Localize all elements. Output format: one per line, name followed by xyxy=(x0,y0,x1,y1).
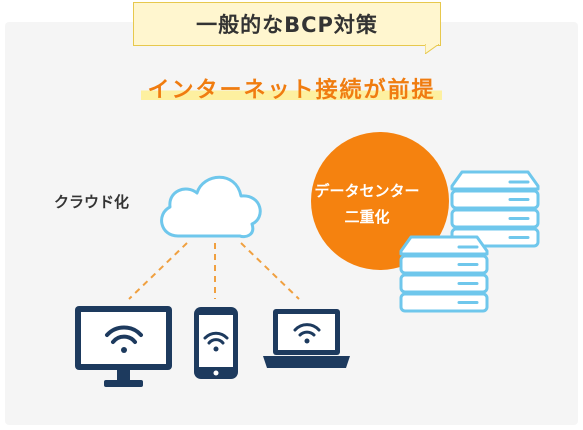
subtitle: インターネット接続が前提 xyxy=(0,72,583,104)
connector-lines xyxy=(128,242,300,300)
wifi-icon xyxy=(105,325,143,353)
cloud-label: クラウド化 xyxy=(54,193,130,211)
wifi-icon xyxy=(293,323,321,344)
datacenter-label: データセンター 二重化 xyxy=(311,178,423,230)
smartphone-icon xyxy=(194,307,238,379)
subtitle-label: インターネット接続が前提 xyxy=(141,72,442,104)
laptop-icon xyxy=(263,309,350,368)
cloud-icon xyxy=(160,175,262,239)
title-tag: 一般的なBCP対策 xyxy=(133,2,441,46)
server-stack-icon xyxy=(399,235,489,313)
server-stack-icon xyxy=(450,170,540,248)
title-tag-label: 一般的なBCP対策 xyxy=(196,13,378,37)
datacenter-label-line1: データセンター xyxy=(314,182,420,200)
desktop-monitor-icon xyxy=(75,306,172,387)
datacenter-label-line2: 二重化 xyxy=(344,208,390,226)
wifi-icon xyxy=(203,331,229,352)
title-tag-tail xyxy=(425,44,439,54)
